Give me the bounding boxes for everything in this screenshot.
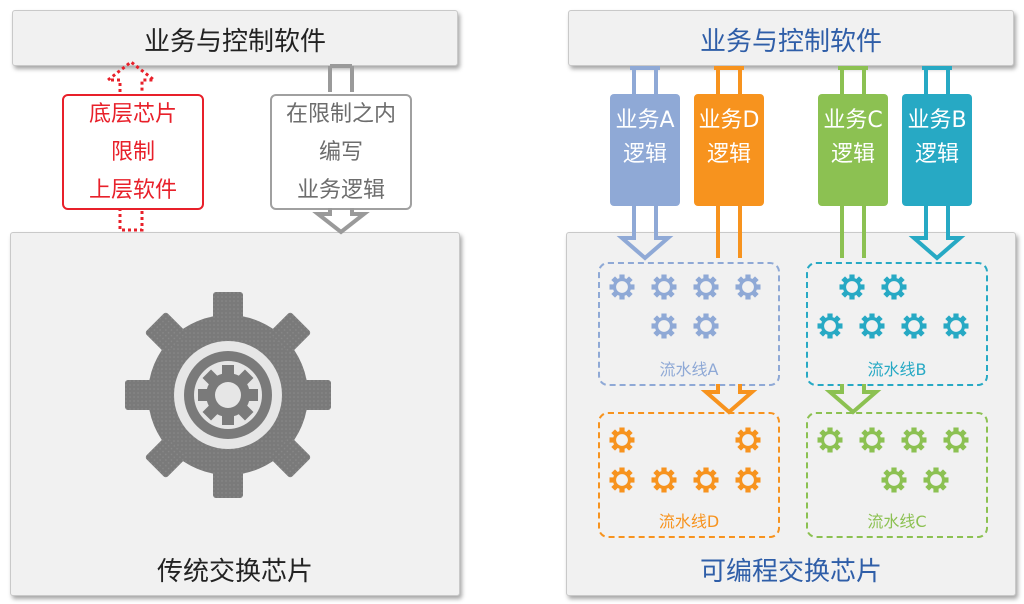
programmable-chip-box: 可编程交换芯片 [566, 232, 1016, 596]
note-line-2: 编写 [318, 140, 363, 165]
pipeline-b-gear-icon [881, 274, 907, 300]
logic-a-line1: 业务A [615, 108, 675, 133]
logic-box-c: 业务C 逻辑 [818, 94, 888, 206]
logic-d-line1: 业务D [698, 108, 760, 133]
pipeline-d-gear-icon [735, 467, 761, 493]
pipeline-b-gear-icon [859, 313, 885, 339]
pipeline-b-label: 流水线B [867, 360, 927, 379]
logic-a-arrow [616, 66, 674, 261]
pipeline-gears [609, 274, 969, 493]
pipeline-c: 流水线C [806, 412, 988, 538]
logic-box-a: 业务A 逻辑 [610, 94, 680, 206]
note-line-3: 业务逻辑 [296, 178, 385, 203]
pipeline-d-gear-icon [735, 427, 761, 453]
pipeline-d-gear-icon [651, 467, 677, 493]
downward-write-arrow-top [328, 64, 354, 92]
pipeline-a-gear-icon [651, 274, 677, 300]
pipeline-b-gear-icon [943, 313, 969, 339]
pipeline-c-gear-icon [943, 427, 969, 453]
pipeline-c-gear-icon [859, 427, 885, 453]
pipeline-c-gear-icon [901, 427, 927, 453]
pipeline-c-label: 流水线C [867, 512, 927, 531]
right-control-software-label: 业务与控制软件 [699, 27, 882, 57]
pipeline-c-gear-icon [817, 427, 843, 453]
pipeline-d-gear-icon [609, 467, 635, 493]
limitation-line-3: 上层软件 [88, 178, 177, 203]
pipeline-a-to-d-arrow [700, 384, 758, 415]
logic-d-arrow [714, 66, 744, 258]
pipeline-a-gear-icon [693, 274, 719, 300]
left-control-software-label: 业务与控制软件 [143, 27, 326, 57]
logic-b-arrow [908, 66, 966, 261]
logic-c-line2: 逻辑 [830, 142, 875, 167]
pipeline-b-gear-icon [817, 313, 843, 339]
pipeline-a-gear-icon [651, 313, 677, 339]
logic-a-line2: 逻辑 [622, 142, 667, 167]
limitation-box: 底层芯片 限制 上层软件 [62, 94, 204, 210]
right-control-software-box: 业务与控制软件 [568, 10, 1014, 66]
downward-write-arrow [312, 208, 370, 235]
logic-c-line1: 业务C [823, 108, 883, 133]
logic-b-line1: 业务B [907, 108, 967, 133]
pipeline-d: 流水线D [598, 412, 780, 538]
pipeline-a-label: 流水线A [659, 360, 719, 379]
upward-constraint-arrow [103, 60, 159, 92]
limitation-line-2: 限制 [110, 140, 155, 165]
pipeline-b: 流水线B [806, 262, 988, 386]
traditional-chip-label: 传统交换芯片 [156, 557, 313, 587]
logic-b-line2: 逻辑 [914, 142, 959, 167]
pipeline-d-gear-icon [609, 427, 635, 453]
business-logic-note-box: 在限制之内 编写 业务逻辑 [270, 94, 412, 210]
logic-d-line2: 逻辑 [706, 142, 751, 167]
logic-box-b: 业务B 逻辑 [902, 94, 972, 206]
pipeline-a-gear-icon [735, 274, 761, 300]
logic-box-d: 业务D 逻辑 [694, 94, 764, 206]
pipeline-c-gear-icon [923, 467, 949, 493]
gear-icon [125, 292, 331, 498]
pipeline-b-gear-icon [839, 274, 865, 300]
pipeline-d-gear-icon [693, 467, 719, 493]
pipeline-b-to-c-arrow [824, 384, 882, 415]
note-line-1: 在限制之内 [285, 102, 396, 127]
pipeline-a-gear-icon [693, 313, 719, 339]
programmable-chip-label: 可编程交换芯片 [699, 557, 882, 587]
pipeline-b-gear-icon [901, 313, 927, 339]
limitation-line-1: 底层芯片 [88, 102, 177, 127]
upward-constraint-arrow-tail [118, 208, 144, 232]
pipeline-a-gear-icon [609, 274, 635, 300]
logic-c-arrow [838, 66, 868, 258]
pipeline-a: 流水线A [598, 262, 780, 386]
pipeline-d-label: 流水线D [658, 512, 720, 531]
pipeline-c-gear-icon [881, 467, 907, 493]
left-control-software-box: 业务与控制软件 [12, 10, 458, 66]
